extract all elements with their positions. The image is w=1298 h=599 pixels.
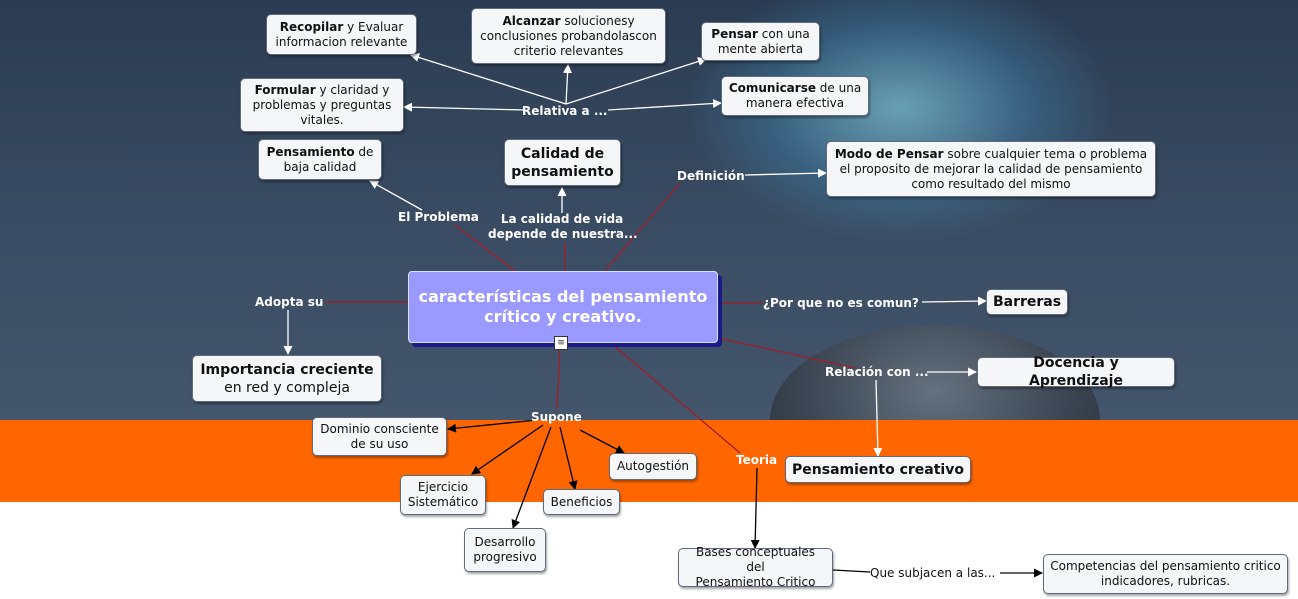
node-pensar-line2: mente abierta — [717, 41, 804, 56]
note-icon[interactable]: ≡ — [554, 336, 568, 350]
node-alcanzar[interactable]: Alcanzar solucionesy conclusiones proban… — [471, 8, 666, 64]
label-subjacen: Que subjacen a las... — [870, 566, 996, 580]
node-baja-line2: baja calidad — [283, 159, 357, 174]
node-formular-rest: y claridad y — [315, 82, 390, 97]
node-competencias-line1: Competencias del pensamiento critico — [1050, 559, 1281, 573]
node-bases-line1: Bases conceptuales del — [695, 545, 816, 574]
node-importancia-bold: Importancia creciente — [200, 361, 374, 378]
node-formular[interactable]: Formular y claridad y problemas y pregun… — [240, 78, 404, 132]
node-recopilar-rest: y Evaluar — [343, 19, 404, 34]
node-desarrollo-line2: progresivo — [473, 550, 537, 564]
node-alcanzar-line1: Alcanzar solucionesy — [502, 14, 634, 29]
node-bases-line2: Pensamiento Critico — [695, 575, 816, 589]
node-bases-conceptuales[interactable]: Bases conceptuales del Pensamiento Criti… — [678, 545, 833, 589]
node-beneficios-text: Beneficios — [550, 494, 613, 509]
node-comunicarse[interactable]: Comunicarse de una manera efectiva — [721, 76, 869, 116]
node-comunicarse-bold: Comunicarse — [728, 81, 816, 95]
label-relativa: Relativa a ... — [522, 104, 608, 118]
node-barreras-text: Barreras — [992, 294, 1062, 310]
node-formular-bold: Formular — [254, 82, 316, 97]
node-baja-calidad[interactable]: Pensamiento de baja calidad — [258, 139, 382, 180]
node-alcanzar-line2: conclusiones probandolascon — [480, 28, 657, 43]
node-importancia[interactable]: Importancia creciente en red y compleja — [192, 355, 382, 402]
node-alcanzar-rest: solucionesy — [560, 13, 635, 28]
node-desarrollo[interactable]: Desarrollo progresivo — [464, 528, 546, 572]
node-pensar-bold: Pensar — [711, 26, 758, 41]
node-pensar-rest: con una — [757, 26, 810, 41]
node-docencia[interactable]: Docencia y Aprendizaje — [977, 355, 1175, 389]
node-baja-rest: de — [354, 144, 374, 159]
label-adopta: Adopta su — [255, 295, 324, 309]
node-competencias[interactable]: Competencias del pensamiento critico ind… — [1043, 554, 1288, 594]
node-ejercicio-line1: Ejercicio — [417, 480, 469, 494]
node-dominio[interactable]: Dominio consciente de su uso — [312, 417, 447, 456]
label-supone: Supone — [531, 410, 582, 424]
label-teoria: Teoria — [736, 453, 778, 467]
node-beneficios[interactable]: Beneficios — [543, 489, 620, 515]
node-calidad-pensamiento[interactable]: Calidad de pensamiento — [504, 139, 621, 186]
node-pensar[interactable]: Pensar con una mente abierta — [701, 22, 820, 61]
central-topic-line1: características del pensamiento — [418, 287, 708, 306]
label-relacion: Relación con ... — [825, 365, 929, 379]
node-comunicarse-rest: de una — [815, 81, 862, 95]
node-formular-line2: problemas y preguntas — [252, 97, 392, 112]
node-pensamiento-creativo[interactable]: Pensamiento creativo — [785, 456, 971, 483]
node-recopilar[interactable]: Recopilar y Evaluar informacion relevant… — [266, 14, 417, 55]
node-docencia-text: Docencia y Aprendizaje — [1029, 355, 1123, 389]
label-calidad-vida: La calidad de vida depende de nuestra... — [488, 212, 638, 242]
node-formular-line3: vitales. — [300, 112, 344, 127]
node-competencias-line2: indicadores, rubricas. — [1100, 574, 1231, 588]
node-barreras[interactable]: Barreras — [986, 289, 1068, 315]
node-desarrollo-line1: Desarrollo — [474, 535, 536, 549]
node-autogestion-text: Autogestión — [616, 459, 690, 473]
node-comunicarse-line2: manera efectiva — [745, 96, 845, 110]
node-autogestion[interactable]: Autogestión — [609, 453, 697, 480]
node-creativo-text: Pensamiento creativo — [792, 461, 964, 478]
central-topic[interactable]: características del pensamiento crítico … — [408, 271, 718, 343]
node-alcanzar-bold: Alcanzar — [502, 13, 561, 28]
node-recopilar-bold: Recopilar — [279, 19, 344, 34]
node-ejercicio-line2: Sistemático — [407, 495, 479, 509]
node-calidad-line2: pensamiento — [511, 163, 614, 180]
node-pensar-line1: Pensar con una — [711, 27, 809, 42]
node-alcanzar-line3: criterio relevantes — [513, 43, 624, 58]
node-ejercicio[interactable]: Ejercicio Sistemático — [400, 475, 486, 515]
label-calidad-vida-line2: depende de nuestra... — [488, 227, 638, 241]
node-modo-line1: Modo de Pensar sobre cualquier tema o pr… — [835, 147, 1147, 162]
node-formular-line1: Formular y claridad y — [255, 83, 390, 98]
label-el-problema: El Problema — [398, 210, 479, 224]
node-dominio-line2: de su uso — [350, 436, 409, 451]
node-modo-rest: sobre cualquier tema o problema — [943, 146, 1148, 161]
central-topic-line2: crítico y creativo. — [484, 307, 642, 326]
node-calidad-line1: Calidad de — [520, 145, 605, 162]
node-modo-line3: como resultado del mismo — [911, 176, 1071, 191]
node-dominio-line1: Dominio consciente — [320, 421, 439, 436]
node-recopilar-line2: informacion relevante — [275, 34, 408, 49]
node-baja-line1: Pensamiento de — [267, 145, 374, 160]
node-importancia-line2: en red y compleja — [224, 379, 350, 396]
node-modo-de-pensar[interactable]: Modo de Pensar sobre cualquier tema o pr… — [826, 141, 1156, 197]
node-comunicarse-line1: Comunicarse de una — [729, 81, 861, 96]
node-modo-bold: Modo de Pensar — [834, 146, 944, 161]
label-definicion: Definición — [677, 169, 745, 183]
node-baja-bold: Pensamiento — [266, 144, 355, 159]
label-por-que: ¿Por que no es comun? — [763, 296, 919, 310]
label-calidad-vida-line1: La calidad de vida — [500, 212, 624, 226]
node-recopilar-line1: Recopilar y Evaluar — [280, 20, 404, 35]
node-modo-line2: el proposito de mejorar la calidad de pe… — [839, 161, 1143, 176]
